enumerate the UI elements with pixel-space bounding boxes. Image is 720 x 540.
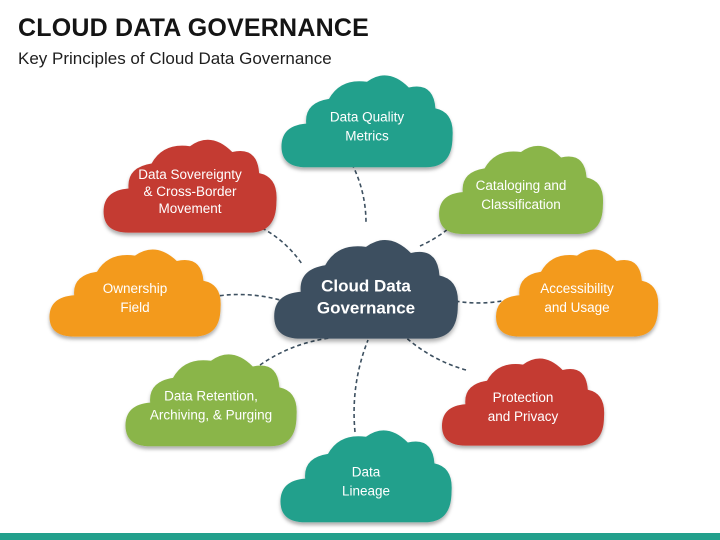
connector-data-lineage — [353, 339, 369, 433]
cloud-cataloging-and-classification-label-line: Classification — [481, 197, 561, 212]
cloud-ownership-field-label-line: Field — [120, 300, 149, 315]
center-cloud-label-line: Governance — [317, 298, 415, 317]
connector-cataloging-and-classification — [419, 209, 468, 247]
connector-data-sovereignty — [261, 227, 303, 265]
cloud-data-quality-metrics-label-line: Data Quality — [330, 109, 405, 124]
page-subtitle: Key Principles of Cloud Data Governance — [18, 49, 332, 68]
cloud-data-sovereignty-label-line: Movement — [158, 201, 221, 216]
cloud-data-retention-label-line: Data Retention, — [164, 388, 258, 403]
connector-ownership-field — [205, 293, 281, 301]
cloud-data-sovereignty-label-line: & Cross-Border — [143, 184, 237, 199]
cloud-data-quality-metrics-label-line: Metrics — [345, 128, 389, 143]
cloud-protection-and-privacy-label-line: and Privacy — [488, 409, 559, 424]
cloud-data-lineage-label-line: Lineage — [342, 483, 390, 498]
cloud-accessibility-and-usage-label-line: Accessibility — [540, 281, 614, 296]
cloud-accessibility-and-usage-label-line: and Usage — [544, 300, 609, 315]
cloud-cataloging-and-classification-label-line: Cataloging and — [476, 178, 567, 193]
cloud-data-sovereignty-label-line: Data Sovereignty — [138, 167, 242, 182]
bottom-accent-bar — [0, 533, 720, 540]
page-title: CLOUD DATA GOVERNANCE — [18, 14, 369, 42]
connector-protection-and-privacy — [401, 333, 467, 371]
cloud-protection-and-privacy-label-line: Protection — [493, 390, 554, 405]
cloud-data-retention-label-line: Archiving, & Purging — [150, 407, 272, 422]
connector-data-quality-metrics — [351, 163, 367, 225]
center-cloud-label-line: Cloud Data — [321, 276, 411, 295]
cloud-data-lineage-label-line: Data — [352, 464, 381, 479]
cloud-protection-and-privacy: Protection and Privacy — [442, 358, 605, 446]
cloud-ownership-field-label-line: Ownership — [103, 281, 168, 296]
connector-data-retention — [259, 337, 331, 366]
cloud-accessibility-and-usage: Accessibility and Usage — [496, 249, 659, 337]
cloud-data-retention: Data Retention, Archiving, & Purging — [125, 354, 297, 447]
